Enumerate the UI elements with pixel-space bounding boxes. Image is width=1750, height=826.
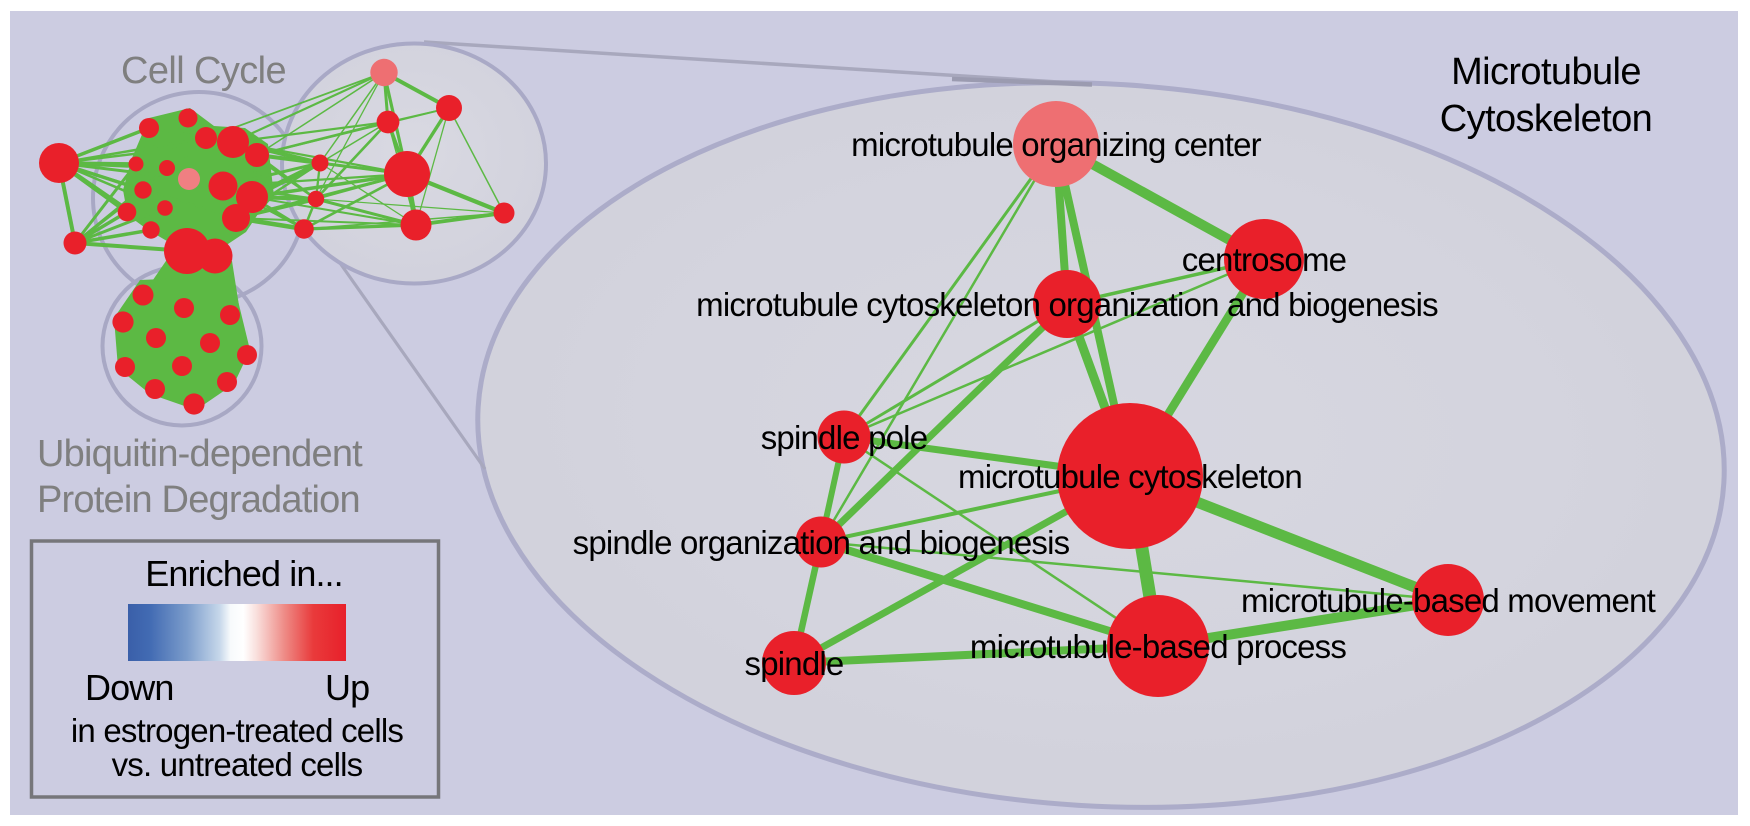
svg-text:microtubule-based process: microtubule-based process [970, 628, 1346, 665]
svg-text:Cytoskeleton: Cytoskeleton [1440, 98, 1652, 140]
svg-text:microtubule-based movement: microtubule-based movement [1241, 582, 1656, 619]
svg-text:Protein Degradation: Protein Degradation [37, 479, 360, 521]
svg-text:spindle pole: spindle pole [761, 419, 928, 456]
svg-text:vs. untreated cells: vs. untreated cells [112, 746, 363, 783]
svg-text:Microtubule: Microtubule [1451, 51, 1641, 93]
svg-text:in estrogen-treated cells: in estrogen-treated cells [71, 712, 403, 749]
svg-text:centrosome: centrosome [1182, 241, 1346, 278]
svg-text:Up: Up [325, 667, 369, 708]
svg-text:Down: Down [85, 667, 173, 708]
svg-text:microtubule cytoskeleton: microtubule cytoskeleton [958, 458, 1302, 495]
svg-text:spindle: spindle [745, 645, 844, 682]
svg-text:microtubule cytoskeleton organ: microtubule cytoskeleton organization an… [696, 286, 1438, 323]
svg-text:Ubiquitin-dependent: Ubiquitin-dependent [37, 433, 363, 475]
svg-text:spindle organization and bioge: spindle organization and biogenesis [573, 524, 1070, 561]
svg-text:microtubule organizing center: microtubule organizing center [851, 126, 1262, 163]
svg-text:Enriched in...: Enriched in... [145, 553, 343, 594]
svg-text:Cell Cycle: Cell Cycle [121, 50, 286, 92]
